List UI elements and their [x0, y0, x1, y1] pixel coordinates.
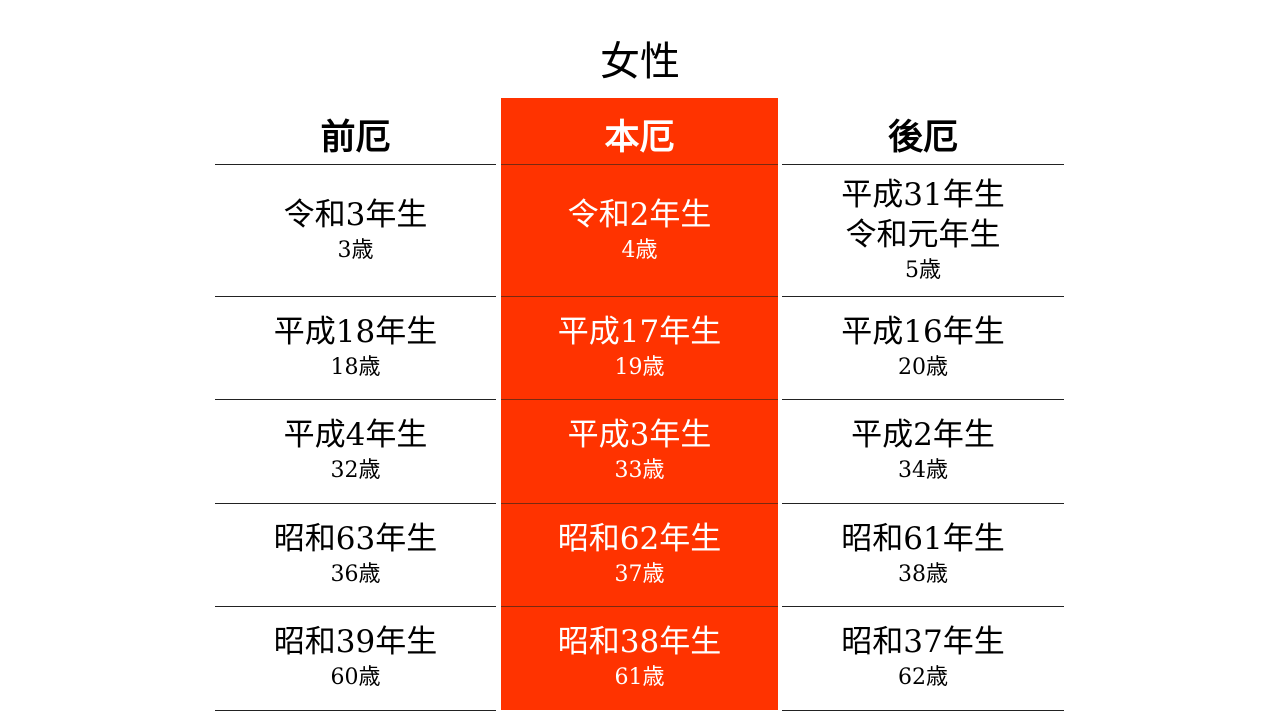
table-cell: 平成17年生 19歳 — [501, 297, 778, 398]
row-divider — [215, 164, 496, 165]
birth-year: 昭和61年生 — [841, 520, 1005, 557]
table-cell: 平成4年生 32歳 — [215, 400, 496, 501]
table-cell: 平成31年生 令和元年生 5歳 — [782, 166, 1064, 295]
row-divider — [782, 399, 1064, 400]
page-title: 女性 — [600, 39, 680, 85]
age-label: 36歳 — [330, 561, 381, 587]
birth-year: 昭和38年生 — [557, 623, 722, 660]
table-cell: 令和3年生 3歳 — [215, 166, 496, 295]
birth-year: 令和3年生 — [283, 196, 428, 233]
birth-year: 平成3年生 — [567, 416, 712, 453]
age-label: 33歳 — [614, 457, 665, 483]
table-cell: 昭和37年生 62歳 — [782, 607, 1064, 708]
row-divider — [215, 503, 496, 504]
table-cell: 平成18年生 18歳 — [215, 297, 496, 398]
row-divider — [782, 710, 1064, 711]
age-label: 38歳 — [898, 561, 948, 587]
honyaku-highlight-band — [501, 98, 778, 710]
row-divider — [782, 164, 1064, 165]
age-label: 3歳 — [337, 237, 374, 263]
column-honyaku: 本厄 令和2年生 4歳 平成17年生 19歳 平成3年生 33歳 昭和62年生 … — [501, 0, 778, 720]
age-label: 37歳 — [614, 561, 665, 587]
row-divider — [782, 296, 1064, 297]
row-divider — [501, 503, 778, 504]
row-divider — [501, 164, 778, 165]
age-label: 20歳 — [898, 354, 948, 380]
row-divider — [215, 710, 496, 711]
birth-year: 昭和63年生 — [273, 520, 438, 557]
age-label: 60歳 — [330, 664, 381, 690]
age-label: 34歳 — [898, 457, 948, 483]
column-kouyaku: 後厄 平成31年生 令和元年生 5歳 平成16年生 20歳 平成2年生 34歳 … — [782, 0, 1064, 720]
birth-year: 平成2年生 — [851, 416, 995, 453]
birth-year: 平成18年生 — [273, 313, 438, 350]
table-cell: 平成2年生 34歳 — [782, 400, 1064, 501]
age-label: 5歳 — [905, 257, 941, 283]
age-label: 4歳 — [621, 237, 658, 263]
birth-year: 令和2年生 — [567, 196, 712, 233]
row-divider — [782, 606, 1064, 607]
birth-year: 平成31年生 — [841, 176, 1005, 213]
table-cell: 平成3年生 33歳 — [501, 400, 778, 501]
table-cell: 平成16年生 20歳 — [782, 297, 1064, 398]
age-label: 61歳 — [614, 664, 665, 690]
table-cell: 昭和38年生 61歳 — [501, 607, 778, 708]
column-zenyaku: 前厄 令和3年生 3歳 平成18年生 18歳 平成4年生 32歳 昭和63年生 … — [215, 0, 496, 720]
column-header-kouyaku: 後厄 — [887, 117, 958, 158]
table-cell: 昭和39年生 60歳 — [215, 607, 496, 708]
row-divider — [782, 503, 1064, 504]
birth-year-alt: 令和元年生 — [845, 216, 1001, 253]
birth-year: 平成4年生 — [283, 416, 428, 453]
table-cell: 昭和61年生 38歳 — [782, 504, 1064, 605]
table-cell: 昭和63年生 36歳 — [215, 504, 496, 605]
row-divider — [501, 296, 778, 297]
column-header-honyaku: 本厄 — [604, 117, 675, 158]
age-label: 18歳 — [330, 354, 381, 380]
birth-year: 平成17年生 — [557, 313, 722, 350]
birth-year: 昭和39年生 — [273, 623, 438, 660]
age-label: 32歳 — [330, 457, 381, 483]
age-label: 19歳 — [614, 354, 665, 380]
row-divider — [501, 399, 778, 400]
birth-year: 昭和37年生 — [841, 623, 1005, 660]
row-divider — [215, 606, 496, 607]
birth-year: 昭和62年生 — [557, 520, 722, 557]
column-header-zenyaku: 前厄 — [320, 117, 391, 158]
row-divider — [215, 399, 496, 400]
row-divider — [215, 296, 496, 297]
birth-year: 平成16年生 — [841, 313, 1005, 350]
row-divider — [501, 606, 778, 607]
table-cell: 昭和62年生 37歳 — [501, 504, 778, 605]
table-cell: 令和2年生 4歳 — [501, 166, 778, 295]
age-label: 62歳 — [898, 664, 948, 690]
